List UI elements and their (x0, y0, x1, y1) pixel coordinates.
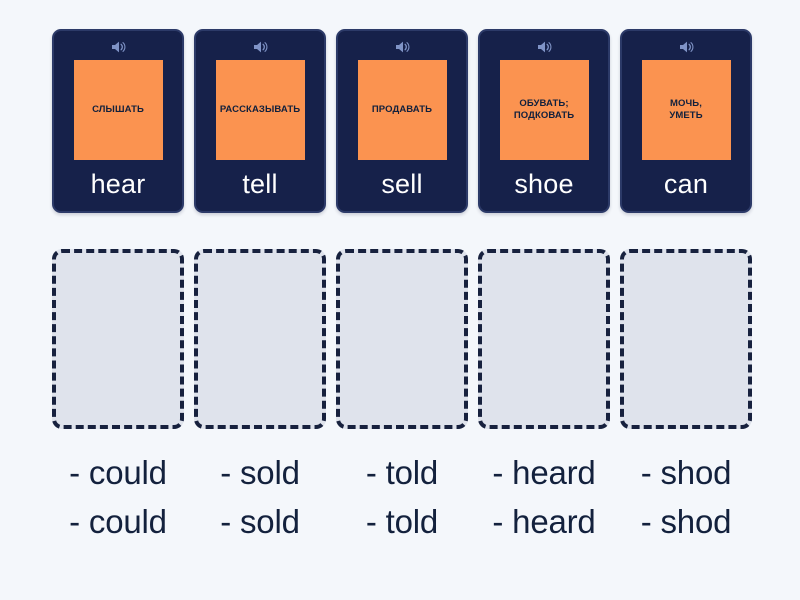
card-word-label: can (663, 169, 709, 199)
card-word-label: hear (90, 169, 146, 199)
image-tile-text: РАССКАЗЫВАТЬ (219, 104, 301, 116)
card-word-label: shoe (514, 169, 574, 199)
speaker-icon[interactable] (111, 38, 126, 56)
answer-line: - told (365, 454, 439, 491)
answers-row: - could - could - sold - sold - told - t… (52, 449, 752, 557)
answer-line: - sold (220, 502, 300, 540)
speaker-icon[interactable] (679, 38, 694, 56)
answer-line: - shod (640, 454, 732, 491)
answer-line: - told (365, 502, 439, 540)
answer-line: - could (69, 502, 167, 540)
speaker-icon[interactable] (395, 38, 410, 56)
answer-line: - could (69, 454, 167, 491)
answer-column-3: - told - told (336, 449, 468, 557)
word-card-hear[interactable]: СЛЫШАТЬ hear (52, 29, 184, 213)
drop-zone-4[interactable] (478, 249, 610, 429)
speaker-icon[interactable] (253, 38, 268, 56)
image-tile: СЛЫШАТЬ (73, 60, 163, 160)
answer-line: - heard (492, 502, 596, 540)
word-card-can[interactable]: МОЧЬ, УМЕТЬ can (620, 29, 752, 213)
image-tile: ОБУВАТЬ; ПОДКОВАТЬ (499, 60, 589, 160)
word-card-shoe[interactable]: ОБУВАТЬ; ПОДКОВАТЬ shoe (478, 29, 610, 213)
image-tile-text: ОБУВАТЬ; ПОДКОВАТЬ (513, 98, 575, 121)
answer-line: - heard (492, 454, 596, 491)
image-tile: ПРОДАВАТЬ (357, 60, 447, 160)
answer-line: - sold (220, 454, 300, 491)
drop-zone-5[interactable] (620, 249, 752, 429)
image-tile: РАССКАЗЫВАТЬ (215, 60, 305, 160)
word-cards-row: СЛЫШАТЬ hear РАССКАЗЫВАТЬ tell (52, 29, 752, 213)
drop-zone-1[interactable] (52, 249, 184, 429)
answer-column-1: - could - could (52, 449, 184, 557)
image-tile-text: СЛЫШАТЬ (92, 104, 144, 116)
image-tile-text: ПРОДАВАТЬ (371, 104, 433, 116)
answer-column-2: - sold - sold (194, 449, 326, 557)
answer-column-4: - heard - heard (478, 449, 610, 557)
image-tile-text: МОЧЬ, УМЕТЬ (669, 98, 703, 121)
word-card-tell[interactable]: РАССКАЗЫВАТЬ tell (194, 29, 326, 213)
drop-zone-2[interactable] (194, 249, 326, 429)
answer-column-5: - shod - shod (620, 449, 752, 557)
drop-zones-row (52, 249, 752, 429)
speaker-icon[interactable] (537, 38, 552, 56)
drop-zone-3[interactable] (336, 249, 468, 429)
answer-line: - shod (640, 502, 732, 540)
card-word-label: sell (381, 169, 423, 199)
word-card-sell[interactable]: ПРОДАВАТЬ sell (336, 29, 468, 213)
image-tile: МОЧЬ, УМЕТЬ (641, 60, 731, 160)
card-word-label: tell (242, 169, 278, 199)
